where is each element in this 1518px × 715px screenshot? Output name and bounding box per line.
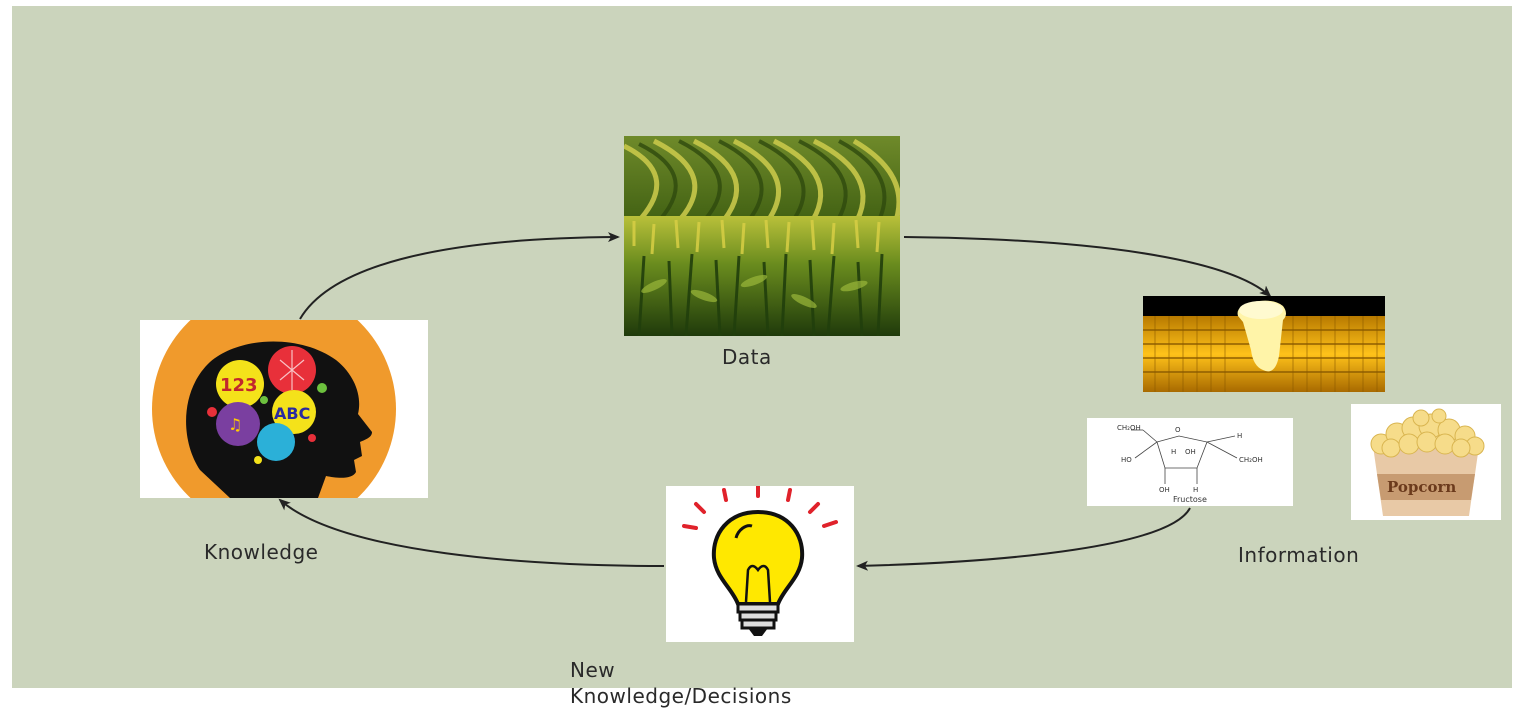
svg-text:♫: ♫ [228,415,242,434]
information-label: Information [1238,543,1360,567]
decisions-label-line1: New [570,658,616,682]
corn-cob-image [1143,296,1385,392]
fructose-h1: H [1237,432,1242,440]
knowledge-head-image: 123 ♫ ABC [140,320,428,498]
arrow-knowledge-to-data [299,232,620,320]
fructose-oh1: OH [1185,448,1196,456]
corn-field-image [624,136,900,336]
arrow-data-to-information [903,236,1272,298]
fructose-h3: H [1193,486,1198,494]
fructose-caption: Fructose [1173,495,1207,504]
fructose-h2: H [1171,448,1176,456]
popcorn-bucket-text: Popcorn [1387,478,1456,496]
bubble-letters: ABC [274,404,310,423]
light-bulb-image [666,486,854,642]
fructose-ch2oh-top: CH₂OH [1117,424,1141,432]
arrow-information-to-decisions [856,507,1191,571]
fructose-ring-oxygen: O [1175,426,1181,434]
fructose-ho: HO [1121,456,1132,464]
cycle-arrows [278,232,1272,571]
decisions-label-line2: Knowledge/Decisions [570,684,792,708]
fructose-ch2oh-right: CH₂OH [1239,456,1263,464]
fructose-structure-image: CH₂OH O H HO H OH CH₂OH OH H Fructose [1087,418,1293,506]
bubble-numbers: 123 [220,375,258,396]
diagram-canvas: Data [12,6,1512,708]
fructose-oh2: OH [1159,486,1170,494]
data-label: Data [722,345,772,369]
arrow-decisions-to-knowledge [278,498,665,567]
popcorn-bucket-image: Popcorn [1351,404,1501,520]
knowledge-label: Knowledge [204,540,319,564]
